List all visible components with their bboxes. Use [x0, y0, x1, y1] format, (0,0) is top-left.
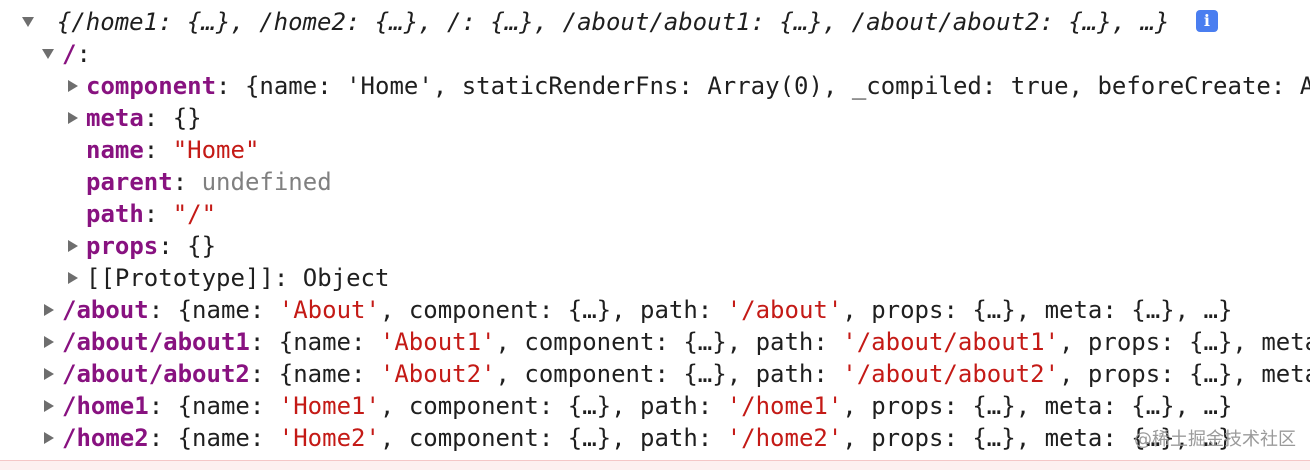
expand-arrow-right-icon[interactable]: [68, 240, 78, 252]
root-object-row[interactable]: {/home1: {…}, /home2: {…}, /: {…}, /abou…: [0, 6, 1218, 38]
parent-key: parent: [86, 168, 173, 196]
prototype-value: Object: [302, 264, 390, 292]
component-row[interactable]: component: {name: 'Home', staticRenderFn…: [68, 70, 1310, 102]
route-preview-text: , component: {…}, path:: [379, 296, 727, 324]
expand-arrow-right-icon[interactable]: [68, 112, 78, 124]
route-key: /home2: [62, 424, 149, 452]
meta-row[interactable]: meta: {}: [68, 102, 202, 134]
name-value: "Home": [172, 136, 260, 164]
slash-route-key: /: [62, 40, 77, 68]
route-name-value: 'About2': [379, 360, 496, 388]
expand-arrow-right-icon[interactable]: [44, 336, 54, 348]
path-row: path: "/": [86, 200, 217, 228]
expand-arrow-right-icon[interactable]: [44, 304, 54, 316]
root-object-summary: {/home1: {…}, /home2: {…}, /: {…}, /abou…: [56, 8, 1170, 36]
path-key: path: [86, 200, 144, 228]
props-row[interactable]: props: {}: [68, 230, 216, 262]
route-preview-text: , component: {…}, path:: [495, 360, 843, 388]
route-preview-text: {name:: [177, 424, 279, 452]
watermark: @稀土掘金技术社区: [1134, 429, 1296, 450]
route-preview-text: , props: {…}, meta: [1059, 328, 1310, 356]
expand-arrow-right-icon[interactable]: [44, 400, 54, 412]
route-preview-text: , props: {…}, meta: {…}, …}: [842, 392, 1233, 420]
route-path-value: '/about': [726, 296, 843, 324]
route-preview-text: , props: {…}, meta: {…}, …}: [842, 296, 1233, 324]
route-preview-text: , component: {…}, path:: [379, 392, 727, 420]
route-preview-text: , props: {…}, meta: {…}, …}: [842, 424, 1233, 452]
route-path-value: '/home2': [726, 424, 843, 452]
expand-arrow-down-icon[interactable]: [42, 49, 54, 59]
component-key: component: [86, 72, 217, 100]
route-name-value: 'About': [278, 296, 380, 324]
route-path-value: '/home1': [726, 392, 843, 420]
route-row-about-about2[interactable]: /about/about2: {name: 'About2', componen…: [44, 358, 1310, 390]
route-preview-text: {name:: [278, 328, 380, 356]
prototype-key: [[Prototype]]: [86, 264, 274, 292]
prototype-row[interactable]: [[Prototype]]: Object: [68, 262, 389, 294]
route-path-value: '/about/about1': [842, 328, 1060, 356]
expand-arrow-down-icon[interactable]: [22, 17, 35, 27]
props-value: {}: [187, 232, 217, 260]
meta-key: meta: [86, 104, 144, 132]
route-row-home1[interactable]: /home1: {name: 'Home1', component: {…}, …: [44, 390, 1232, 422]
route-name-value: 'About1': [379, 328, 496, 356]
expand-arrow-right-icon[interactable]: [68, 80, 78, 92]
route-path-value: '/about/about2': [842, 360, 1060, 388]
component-preview: {name: 'Home', staticRenderFns: Array(0)…: [244, 72, 1310, 100]
route-preview-text: , props: {…}, meta: [1059, 360, 1310, 388]
route-row-about-about1[interactable]: /about/about1: {name: 'About1', componen…: [44, 326, 1310, 358]
route-key: /about/about1: [62, 328, 250, 356]
route-preview-text: {name:: [177, 296, 279, 324]
route-row-home2[interactable]: /home2: {name: 'Home2', component: {…}, …: [44, 422, 1232, 454]
route-key: /about/about2: [62, 360, 250, 388]
slash-route-row[interactable]: /:: [42, 38, 91, 70]
route-preview-text: , component: {…}, path:: [495, 328, 843, 356]
route-key: /home1: [62, 392, 149, 420]
path-value: "/": [172, 200, 217, 228]
route-name-value: 'Home2': [278, 424, 380, 452]
route-preview-text: , component: {…}, path:: [379, 424, 727, 452]
parent-row: parent: undefined: [86, 168, 332, 196]
name-row: name: "Home": [86, 136, 260, 164]
route-preview-text: {name:: [177, 392, 279, 420]
expand-arrow-right-icon[interactable]: [68, 272, 78, 284]
info-icon[interactable]: i: [1195, 10, 1218, 32]
parent-value: undefined: [201, 168, 332, 196]
next-console-message-strip: [0, 460, 1310, 470]
name-key: name: [86, 136, 144, 164]
route-preview-text: {name:: [278, 360, 380, 388]
route-name-value: 'Home1': [278, 392, 380, 420]
meta-value: {}: [172, 104, 202, 132]
props-key: props: [86, 232, 159, 260]
expand-arrow-right-icon[interactable]: [44, 368, 54, 380]
route-key: /about: [62, 296, 149, 324]
expand-arrow-right-icon[interactable]: [44, 432, 54, 444]
route-row-about[interactable]: /about: {name: 'About', component: {…}, …: [44, 294, 1232, 326]
